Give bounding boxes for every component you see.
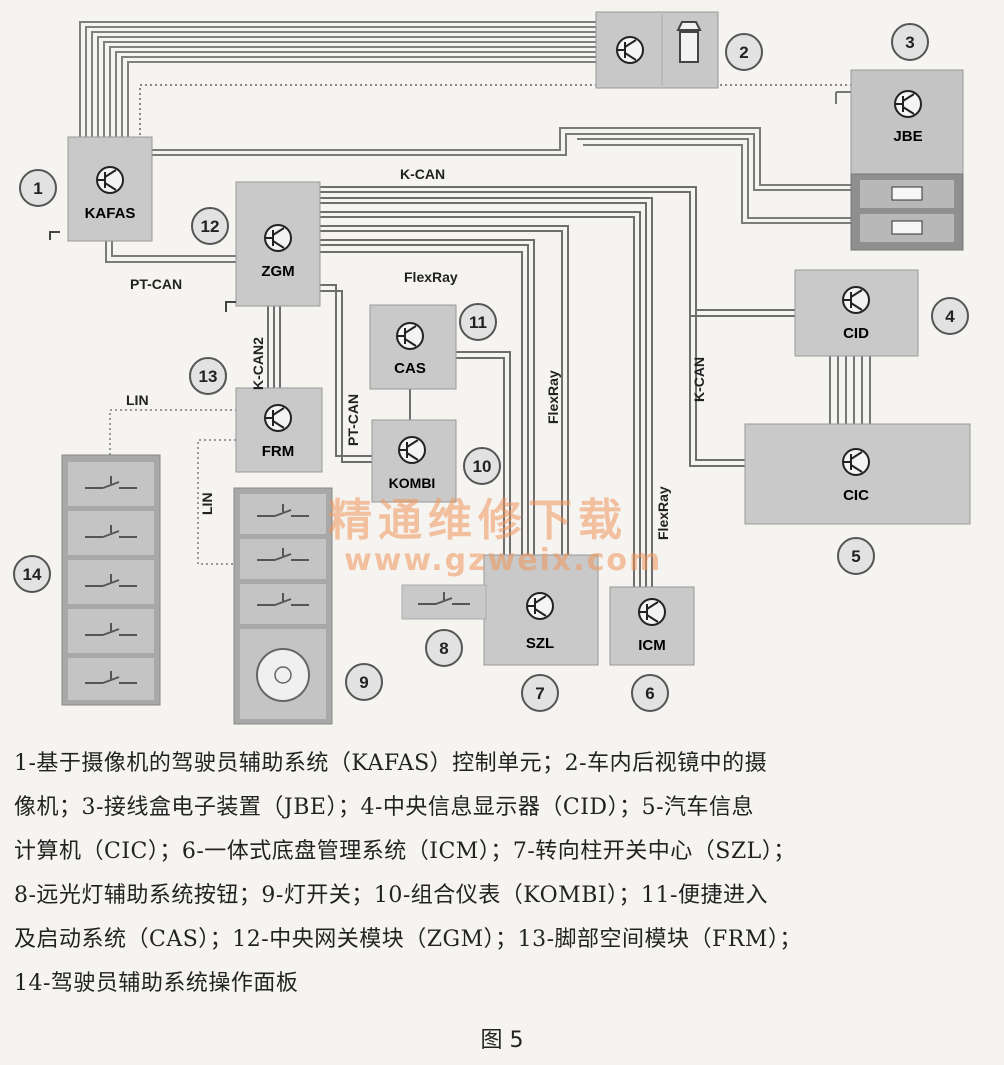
jbe-label: JBE [893,128,922,145]
bus-label-kcan-right: K-CAN [691,357,707,402]
szl-label: SZL [526,635,554,652]
kombi-label: KOMBI [389,475,436,491]
callout-12: 12 [191,207,229,245]
caption-line: 及启动系统（CAS）；12-中央网关模块（ZGM）；13-脚部空间模块（FRM）… [14,927,802,952]
callout-number: 1 [33,179,42,198]
callout-number: 12 [201,217,220,236]
kafas-label: KAFAS [85,205,136,222]
callout-number: 4 [945,307,955,326]
bus-label-lin-left: LIN [199,492,215,515]
cid-module: CID [794,269,919,357]
caption-line: 8-远光灯辅助系统按钮；9-灯开关；10-组合仪表（KOMBI）；11-便捷进入 [14,883,768,908]
watermark-url: www.gzweix.com [344,543,663,578]
icm-label: ICM [638,637,666,654]
callout-4: 4 [931,297,969,335]
wire-kcan-top [150,127,855,224]
callout-2: 2 [725,33,763,71]
wire-cid-cic [829,355,871,425]
caption-line: 1-基于摄像机的驾驶员辅助系统（KAFAS）控制单元；2-车内后视镜中的摄 [14,751,768,776]
kombi-module: KOMBI [371,419,457,503]
callout-number: 10 [473,457,492,476]
callout-number: 6 [645,684,654,703]
bus-label-kcan2: K-CAN2 [250,337,266,390]
caption-line: 计算机（CIC）；6-一体式底盘管理系统（ICM）；7-转向柱开关中心（SZL）… [14,839,796,864]
driver-assist-panel [61,454,161,706]
zgm-module: ZGM [225,181,321,312]
callout-number: 9 [359,673,368,692]
szl-module: SZL [483,554,599,666]
wire-kcan2 [267,306,281,390]
watermark-cn: 精通维修下载 [328,495,628,546]
caption-line: 14-驾驶员辅助系统操作面板 [14,971,299,996]
bus-label-lin-top: LIN [126,392,149,408]
bus-label-ptcan: PT-CAN [130,276,182,292]
cic-label: CIC [843,487,869,504]
callout-14: 14 [13,555,51,593]
cas-label: CAS [394,360,426,377]
frm-label: FRM [262,443,295,460]
kafas-module: KAFAS [49,136,153,242]
callout-number: 7 [535,684,544,703]
bus-label-flexray-right: FlexRay [655,486,671,540]
cid-label: CID [843,325,869,342]
icm-module: ICM [609,586,695,666]
callout-8: 8 [425,629,463,667]
callout-1: 1 [19,169,57,207]
cic-module: CIC [744,423,971,525]
wire-zgm-cas [318,284,511,556]
network-diagram: JBE KAFAS ZGM CID CIC CAS KOMBI [13,11,971,725]
callout-number: 5 [851,547,860,566]
frm-module: FRM [235,387,323,473]
callout-3: 3 [891,23,929,61]
cas-module: CAS [369,304,457,390]
caption-line: 像机；3-接线盒电子装置（JBE）；4-中央信息显示器（CID）；5-汽车信息 [14,795,755,820]
callout-13: 13 [189,357,227,395]
high-beam-button [401,584,487,620]
bus-label-flexray-mid: FlexRay [545,370,561,424]
callout-7: 7 [521,674,559,712]
bus-label-ptcan-vertical: PT-CAN [345,394,361,446]
light-switch [233,487,333,725]
bus-label-kcan-top: K-CAN [400,166,445,182]
callout-6: 6 [631,674,669,712]
callout-number: 13 [199,367,218,386]
wire-kafas-jbe [139,84,856,140]
wire-lin [109,409,236,565]
callout-11: 11 [459,303,497,341]
camera-module [595,11,719,89]
callout-10: 10 [463,447,501,485]
wire-zgm-bus [318,186,795,588]
jbe-module: JBE [850,69,964,251]
bus-label-flexray-top: FlexRay [404,269,458,285]
figure-caption: 1-基于摄像机的驾驶员辅助系统（KAFAS）控制单元；2-车内后视镜中的摄 像机… [14,742,990,1006]
callout-number: 14 [23,565,42,584]
callout-number: 8 [439,639,448,658]
callout-number: 3 [905,33,914,52]
wire-ptcan [105,240,238,263]
callout-number: 2 [739,43,748,62]
zgm-label: ZGM [261,263,294,280]
callout-9: 9 [345,663,383,701]
callout-number: 11 [469,313,487,332]
callout-5: 5 [837,537,875,575]
wire-kafas-camera [79,21,598,140]
figure-label: 图 5 [480,1028,524,1053]
